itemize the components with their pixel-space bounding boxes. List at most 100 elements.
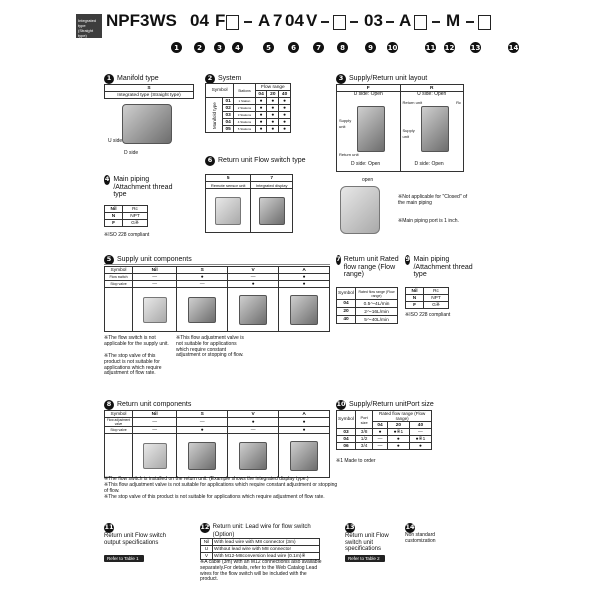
s5-mark: — <box>176 280 229 288</box>
s2-st: 4 Stations <box>233 118 256 126</box>
s12-note: ※A cable (3m) with an M12 connectionis a… <box>200 559 322 583</box>
remote-sensor-image <box>215 196 242 225</box>
s1-row: Integrated type (Straight type) <box>104 91 194 99</box>
s4-val: G※ <box>122 219 148 227</box>
s6-col: 5 <box>204 174 252 182</box>
code-blank-1 <box>226 15 239 30</box>
s8-title-text: Return unit components <box>117 401 192 408</box>
s12-title-text: Return unit: Lead wire for flow switch (… <box>212 524 311 538</box>
s3-return-label: Return unit <box>402 100 423 105</box>
s6-title: 6 Return unit Flow switch type <box>205 156 315 166</box>
code-seg-7: 03 <box>364 11 383 30</box>
s2-mark: ● <box>278 104 291 112</box>
s7-val: 0.5～4L/min <box>355 299 398 308</box>
s7-sym: 04 <box>336 299 356 308</box>
s3-note-2: ※Main piping port is 1 inch. <box>398 218 459 224</box>
s1-table: S Integrated type (Straight type) <box>104 84 194 99</box>
model-prefix: NPF3WS <box>106 11 177 30</box>
s2-flow: 20 <box>266 90 280 98</box>
s2-flow: 04 <box>254 90 268 98</box>
s2-mark: ● <box>266 111 280 119</box>
s5-table: Symbol Nil S V A Flow switch — ● — ● Sto… <box>104 266 330 332</box>
s10-mark: ● <box>408 442 433 450</box>
code-seg-4: 7 <box>273 11 283 30</box>
s5-mark: — <box>131 273 178 281</box>
s2-mark: ● <box>254 118 268 126</box>
s9-number: 9 <box>405 255 411 265</box>
s2-st: 3 Stations <box>233 111 256 119</box>
s2-mark: ● <box>266 118 280 126</box>
return-a-image <box>290 440 319 471</box>
integrated-display-image <box>258 196 285 225</box>
s7-sym: 40 <box>336 315 356 324</box>
s5-rule <box>104 264 330 265</box>
s2-mark: ● <box>278 118 291 126</box>
s13-title-text: Return unit Flow switch unit specificati… <box>345 533 389 552</box>
s8-mark: — <box>131 426 178 434</box>
s10-flow: 40 <box>408 421 433 429</box>
pos-number: 2 <box>194 42 205 53</box>
s4-val: Rc <box>122 205 148 213</box>
s3-supply-label: Supply unit <box>402 128 415 139</box>
s5-mark: ● <box>278 280 330 288</box>
s2-number: 2 <box>205 74 215 84</box>
s14-title: 14 <box>405 523 418 533</box>
s10-mark: — <box>408 428 433 436</box>
s2-mark: ● <box>278 111 291 119</box>
code-seg-9: M <box>446 11 461 30</box>
s5-mark: — <box>227 273 280 281</box>
s2-st: 2 Stations <box>233 104 256 112</box>
s12-number: 12 <box>200 523 210 533</box>
s2-sym: 05 <box>222 125 235 133</box>
s5-mark: — <box>131 280 178 288</box>
s9-val: G※ <box>423 301 449 309</box>
s12-code: U <box>200 545 213 553</box>
code-seg-3: A <box>258 11 271 30</box>
s3-u-open: U side: Open <box>417 91 447 97</box>
s7-h-range: Rated flow range (Flow range) <box>355 287 398 300</box>
s8-note-1: ※The flow switch is installed on the ret… <box>104 476 309 482</box>
s1-number: 1 <box>104 74 114 84</box>
s13-number: 13 <box>345 523 355 533</box>
s1-col: S <box>104 84 194 92</box>
code-blank-3 <box>414 15 427 30</box>
s10-sym: 03 <box>336 428 356 436</box>
s10-mark: ●※1 <box>408 435 433 443</box>
s2-st: 5 Stations <box>233 125 256 133</box>
pos-number: 13 <box>470 42 481 53</box>
s10-table: Symbol Port size Rated flow range (Flow … <box>336 410 433 450</box>
s10-port: 3/8 <box>354 428 374 436</box>
s8-col: S <box>176 410 229 418</box>
s10-port: 3/4 <box>354 442 374 450</box>
s3-d-open: D side: Open <box>351 161 381 167</box>
s9-code: Nil <box>404 287 425 295</box>
s5-row2-label: Stop valve <box>104 280 133 288</box>
s6-number: 6 <box>205 156 215 166</box>
type-tag: Integrated type (Straight type) <box>76 14 102 38</box>
s5-title-text: Supply unit components <box>117 256 192 263</box>
code-seg-6: V <box>306 11 318 30</box>
code-dash <box>350 21 358 23</box>
s2-mark: ● <box>278 97 291 105</box>
code-seg-8: A <box>399 11 412 30</box>
pos-number: 6 <box>288 42 299 53</box>
s8-col: Nil <box>131 410 178 418</box>
supply-s-image <box>188 296 217 323</box>
supply-nil-image <box>142 296 167 323</box>
s2-title: 2 System <box>205 74 241 84</box>
s9-title-text: Main piping /Attachment thread type <box>413 256 473 278</box>
s10-flow: 20 <box>386 421 410 429</box>
s7-title: 7 Return unit Rated flow range (Flow ran… <box>336 255 406 279</box>
code-dash <box>244 21 252 23</box>
s11-refer-button[interactable]: Refer to Table 1 <box>104 555 144 562</box>
s10-mark: — <box>372 435 388 443</box>
supply-v-image <box>239 294 268 325</box>
s8-mark: — <box>176 417 229 427</box>
s12-title: 12 Return unit: Lead wire for flow switc… <box>200 523 330 539</box>
s4-code: N <box>103 212 124 220</box>
code-dash <box>466 21 474 23</box>
s13-refer-button[interactable]: Refer to Table 2 <box>345 555 385 562</box>
s4-code: F <box>103 219 124 227</box>
